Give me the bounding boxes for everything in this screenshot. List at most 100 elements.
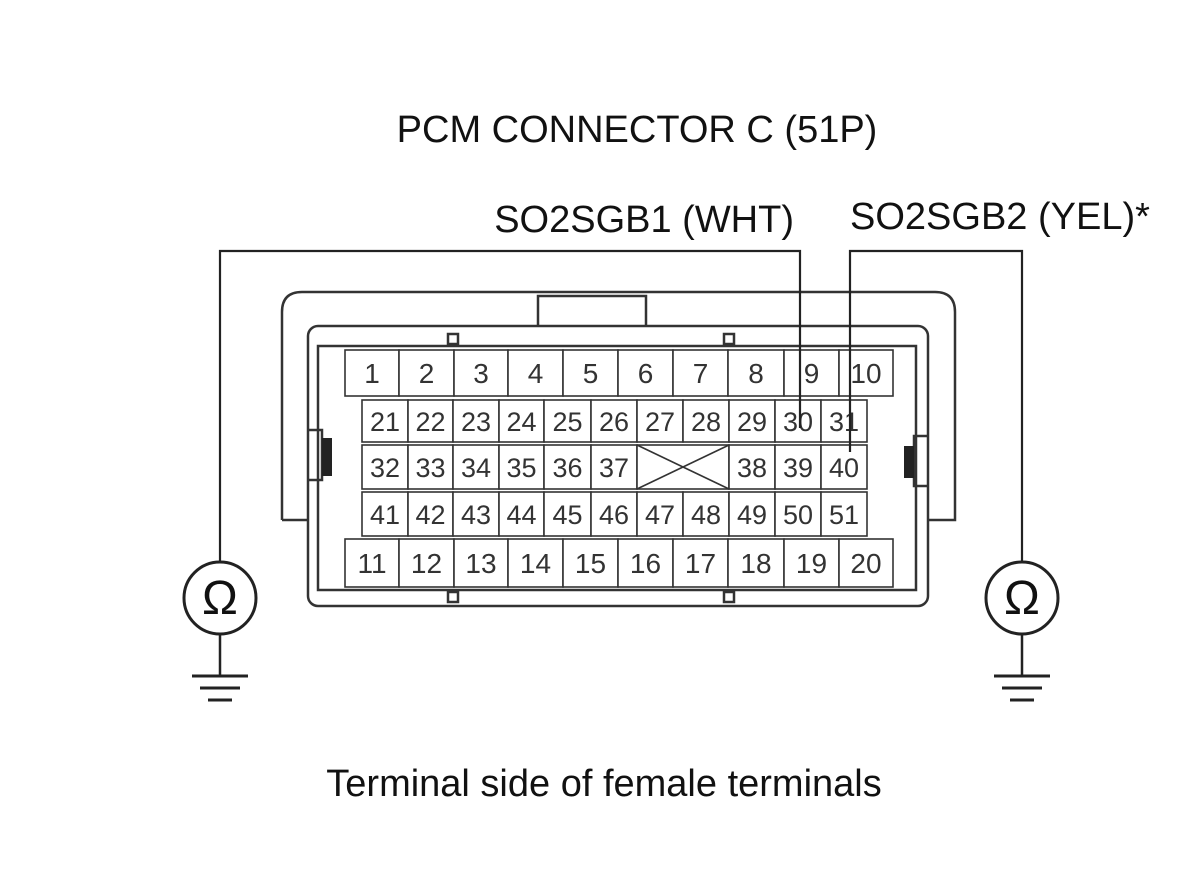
terminal-50: 50: [774, 491, 822, 537]
terminal-20: 20: [838, 538, 894, 588]
terminal-51: 51: [820, 491, 868, 537]
terminal-35: 35: [498, 444, 545, 490]
terminal-41: 41: [361, 491, 409, 537]
terminal-number: 21: [370, 407, 400, 437]
terminal-24: 24: [498, 399, 545, 443]
terminal-number: 49: [737, 500, 767, 530]
terminal-number: 8: [748, 358, 764, 389]
terminal-26: 26: [590, 399, 638, 443]
terminal-21: 21: [361, 399, 409, 443]
terminal-number: 31: [829, 407, 859, 437]
terminal-number: 1: [364, 358, 380, 389]
terminal-number: 37: [599, 453, 629, 483]
ohmmeter-right: Ω: [984, 560, 1060, 702]
terminal-number: 22: [415, 407, 445, 437]
terminal-number: 44: [506, 500, 536, 530]
terminal-6: 6: [617, 349, 674, 397]
terminal-23: 23: [452, 399, 500, 443]
terminal-number: 20: [850, 548, 881, 579]
terminal-number: 17: [685, 548, 716, 579]
terminal-number: 42: [415, 500, 445, 530]
terminal-number: 14: [520, 548, 551, 579]
terminal-number: 46: [599, 500, 629, 530]
terminal-number: 32: [370, 453, 400, 483]
terminal-number: 2: [419, 358, 435, 389]
terminal-number: 47: [645, 500, 675, 530]
terminal-number: 39: [783, 453, 813, 483]
terminal-number: 34: [461, 453, 491, 483]
wire-right: [848, 249, 1024, 562]
terminal-number: 50: [783, 500, 813, 530]
terminal-number: 5: [583, 358, 599, 389]
terminal-number: 3: [473, 358, 489, 389]
terminal-number: 7: [693, 358, 709, 389]
left-lock-tab: [322, 438, 332, 476]
terminal-17: 17: [672, 538, 729, 588]
ohm-symbol-right: Ω: [1004, 572, 1040, 625]
terminal-10: 10: [838, 349, 894, 397]
terminal-39: 39: [774, 444, 822, 490]
terminal-number: 6: [638, 358, 654, 389]
ohm-symbol-left: Ω: [202, 572, 238, 625]
terminal-38: 38: [728, 444, 776, 490]
ground-icon: [192, 674, 248, 702]
terminal-25: 25: [543, 399, 592, 443]
terminal-number: 38: [737, 453, 767, 483]
terminal-44: 44: [498, 491, 545, 537]
terminal-number: 29: [737, 407, 767, 437]
terminal-number: 4: [528, 358, 544, 389]
terminal-40: 40: [820, 444, 868, 490]
terminal-27: 27: [636, 399, 684, 443]
terminal-48: 48: [682, 491, 730, 537]
terminal-32: 32: [361, 444, 409, 490]
terminal-number: 51: [829, 500, 859, 530]
terminal-13: 13: [453, 538, 509, 588]
blank-cavity: [636, 444, 730, 490]
terminal-number: 43: [461, 500, 491, 530]
terminal-number: 36: [552, 453, 582, 483]
terminal-9: 9: [783, 349, 840, 397]
terminal-number: 33: [415, 453, 445, 483]
terminal-30: 30: [774, 399, 822, 443]
terminal-4: 4: [507, 349, 564, 397]
terminal-7: 7: [672, 349, 729, 397]
terminal-31: 31: [820, 399, 868, 443]
terminal-37: 37: [590, 444, 638, 490]
terminal-number: 27: [645, 407, 675, 437]
terminal-number: 15: [575, 548, 606, 579]
terminal-number: 30: [783, 407, 813, 437]
terminal-number: 9: [804, 358, 820, 389]
terminal-15: 15: [562, 538, 619, 588]
terminal-number: 41: [370, 500, 400, 530]
ground-icon: [994, 674, 1050, 702]
terminal-number: 40: [829, 453, 859, 483]
terminal-number: 26: [599, 407, 629, 437]
terminal-18: 18: [727, 538, 785, 588]
wire-label-right: SO2SGB2 (YEL)*: [850, 196, 1150, 238]
terminal-3: 3: [453, 349, 509, 397]
terminal-number: 11: [357, 548, 386, 579]
wire-label-left: SO2SGB1 (WHT): [494, 199, 794, 241]
terminal-36: 36: [543, 444, 592, 490]
terminal-45: 45: [543, 491, 592, 537]
wire-left: [218, 249, 802, 562]
terminal-number: 12: [411, 548, 442, 579]
terminal-number: 25: [552, 407, 582, 437]
terminal-33: 33: [407, 444, 454, 490]
terminal-number: 10: [850, 358, 881, 389]
terminal-number: 13: [465, 548, 496, 579]
terminal-28: 28: [682, 399, 730, 443]
terminal-number: 24: [506, 407, 536, 437]
terminal-49: 49: [728, 491, 776, 537]
terminal-46: 46: [590, 491, 638, 537]
terminal-43: 43: [452, 491, 500, 537]
terminal-22: 22: [407, 399, 454, 443]
right-lock-tab: [904, 446, 914, 478]
terminal-34: 34: [452, 444, 500, 490]
terminal-number: 35: [506, 453, 536, 483]
terminal-8: 8: [727, 349, 785, 397]
terminal-14: 14: [507, 538, 564, 588]
diagram-title: PCM CONNECTOR C (51P): [397, 109, 878, 151]
